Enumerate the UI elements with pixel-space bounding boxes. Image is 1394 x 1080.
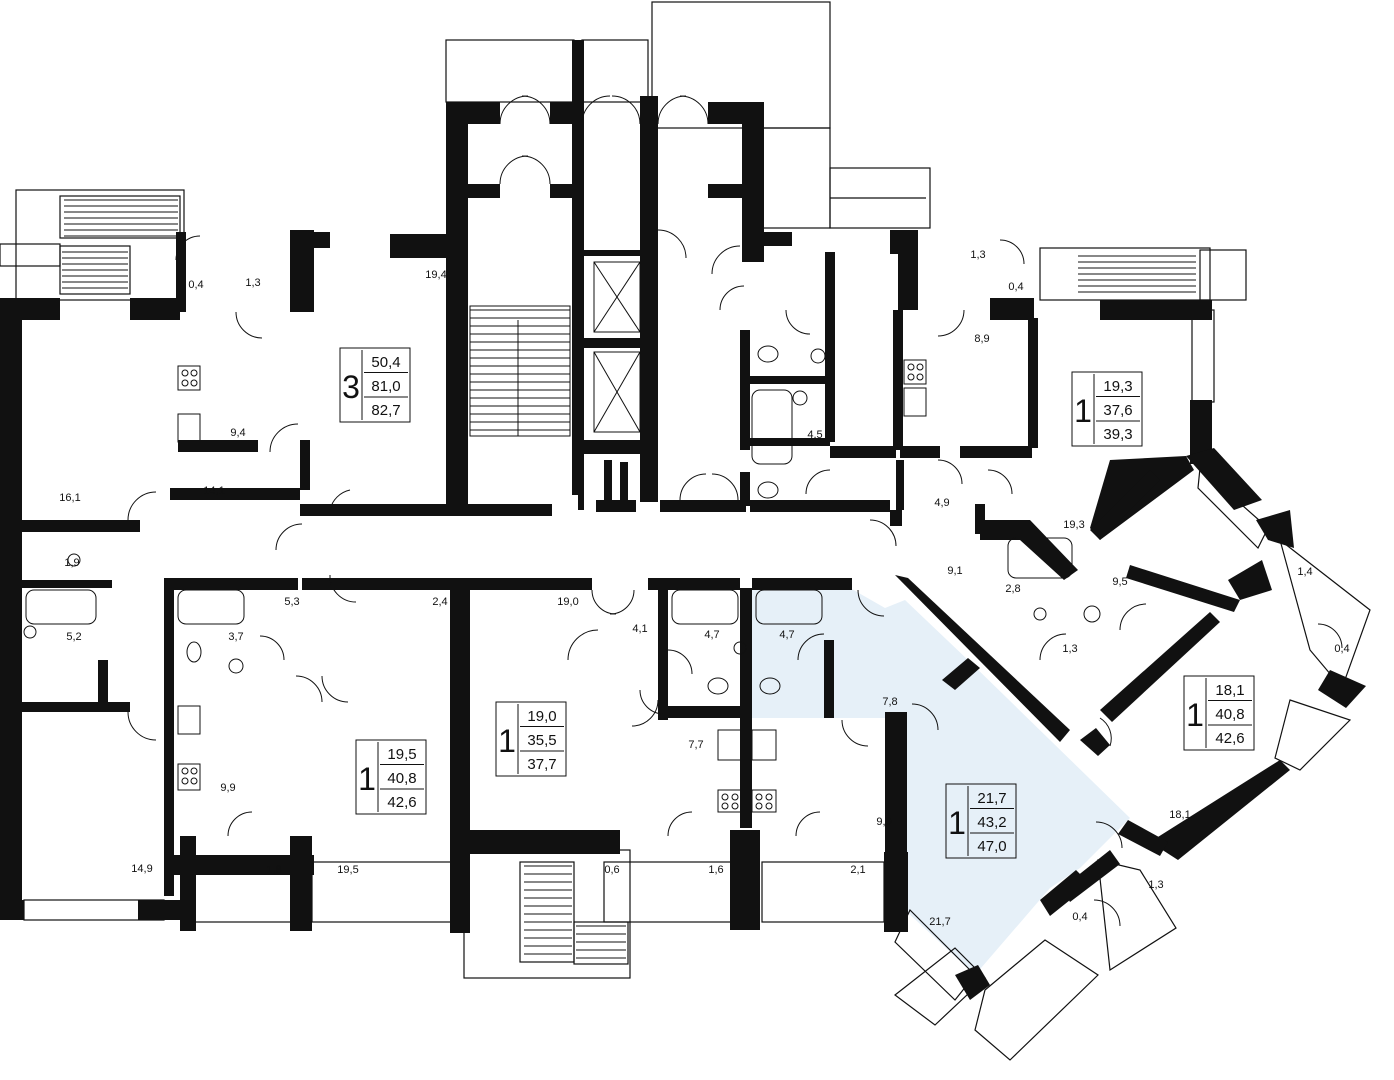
apartment-rooms: 3 (342, 369, 360, 405)
apartment-total: 40,8 (1215, 706, 1244, 723)
apartment-box (1071, 371, 1143, 447)
room-area-label: 14,1 (203, 485, 224, 497)
room-area-label: 1,9 (64, 557, 79, 569)
room-area-label: 4,7 (704, 629, 719, 641)
apartment-rooms: 1 (1074, 393, 1092, 429)
fixtures (23, 95, 1343, 927)
room-area-label: 16,1 (59, 492, 80, 504)
apartment-box (339, 347, 411, 423)
apartment-rooms: 1 (498, 723, 516, 759)
apartment-summary-apt-3room[interactable]: 3 50,4 81,0 82,7 (339, 347, 411, 423)
room-area-label: 7,8 (882, 696, 897, 708)
room-area-label: 3,7 (228, 631, 243, 643)
apartment-box (355, 739, 427, 815)
apartment-summary-apt-center[interactable]: 1 19,0 35,5 37,7 (495, 701, 567, 777)
apartment-total-with-balcony: 42,6 (387, 794, 416, 811)
room-area-label: 1,4 (1297, 566, 1312, 578)
walls (0, 40, 1366, 1000)
apartment-total-with-balcony: 42,6 (1215, 730, 1244, 747)
room-area-label: 9,5 (1112, 576, 1127, 588)
room-area-label: 1,3 (1062, 643, 1077, 655)
apartment-summary-apt-right-bottom[interactable]: 1 18,1 40,8 42,6 (1183, 675, 1255, 751)
selected-apartment-highlight[interactable] (752, 588, 1130, 975)
apartment-total-with-balcony: 37,7 (527, 756, 556, 773)
room-area-label: 1,8 (266, 864, 281, 876)
room-area-label: 1,3 (245, 277, 260, 289)
apartment-total: 37,6 (1103, 402, 1132, 419)
apartment-total-with-balcony: 82,7 (371, 402, 400, 419)
apartment-box (495, 701, 567, 777)
room-area-label: 5,3 (284, 596, 299, 608)
room-area-label: 9,4 (230, 427, 245, 439)
apartment-living: 18,1 (1215, 682, 1244, 699)
room-area-label: 2,4 (432, 596, 447, 608)
room-area-label: 0,4 (1008, 281, 1023, 293)
apartment-total-with-balcony: 47,0 (977, 838, 1006, 855)
room-area-label: 9,9 (220, 782, 235, 794)
room-area-label: 9,1 (947, 565, 962, 577)
room-area-label: 21,7 (929, 916, 950, 928)
apartment-rooms: 1 (358, 761, 376, 797)
apartment-box (945, 783, 1017, 859)
room-area-label: 4,1 (632, 623, 647, 635)
room-area-label: 0,6 (604, 864, 619, 876)
apartment-summary-apt-selected[interactable]: 1 21,7 43,2 47,0 (945, 783, 1017, 859)
room-area-label: 2,1 (850, 864, 865, 876)
apartment-rooms: 1 (948, 805, 966, 841)
room-area-label: 0,4 (1334, 643, 1349, 655)
apartment-total-with-balcony: 39,3 (1103, 426, 1132, 443)
apartment-total: 43,2 (977, 814, 1006, 831)
room-area-label: 1,6 (708, 864, 723, 876)
room-area-label: 14,9 (131, 863, 152, 875)
apartment-living: 19,3 (1103, 378, 1132, 395)
apartment-summary-apt-right-top[interactable]: 1 19,3 37,6 39,3 (1071, 371, 1143, 447)
apartment-living: 50,4 (371, 354, 400, 371)
room-area-label: 5,2 (66, 631, 81, 643)
room-area-label: 8,9 (974, 333, 989, 345)
apartment-rooms: 1 (1186, 697, 1204, 733)
apartment-summary-apt-left-bottom[interactable]: 1 19,5 40,8 42,6 (355, 739, 427, 815)
apartment-living: 19,5 (387, 746, 416, 763)
room-area-label: 1,3 (1148, 879, 1163, 891)
room-area-label: 18,1 (1169, 809, 1190, 821)
room-area-label: 19,3 (1063, 519, 1084, 531)
room-area-label: 1,3 (970, 249, 985, 261)
room-area-label: 2,8 (1005, 583, 1020, 595)
room-area-label: 19,4 (425, 269, 446, 281)
apartment-total: 35,5 (527, 732, 556, 749)
apartment-living: 19,0 (527, 708, 556, 725)
apartment-total: 81,0 (371, 378, 400, 395)
room-area-label: 7,7 (688, 739, 703, 751)
room-area-label: 19,0 (557, 596, 578, 608)
room-area-label: 0,4 (188, 279, 203, 291)
room-area-label: 9,0 (876, 816, 891, 828)
stair-hatching (62, 199, 1196, 959)
apartment-box (1183, 675, 1255, 751)
apartment-living: 21,7 (977, 790, 1006, 807)
room-area-label: 0,4 (1072, 911, 1087, 923)
apartment-total: 40,8 (387, 770, 416, 787)
room-area-label: 4,7 (779, 629, 794, 641)
room-area-label: 19,5 (337, 864, 358, 876)
room-area-label: 4,9 (934, 497, 949, 509)
thin-outlines (0, 1, 1371, 1061)
room-area-label: 4,5 (807, 429, 822, 441)
